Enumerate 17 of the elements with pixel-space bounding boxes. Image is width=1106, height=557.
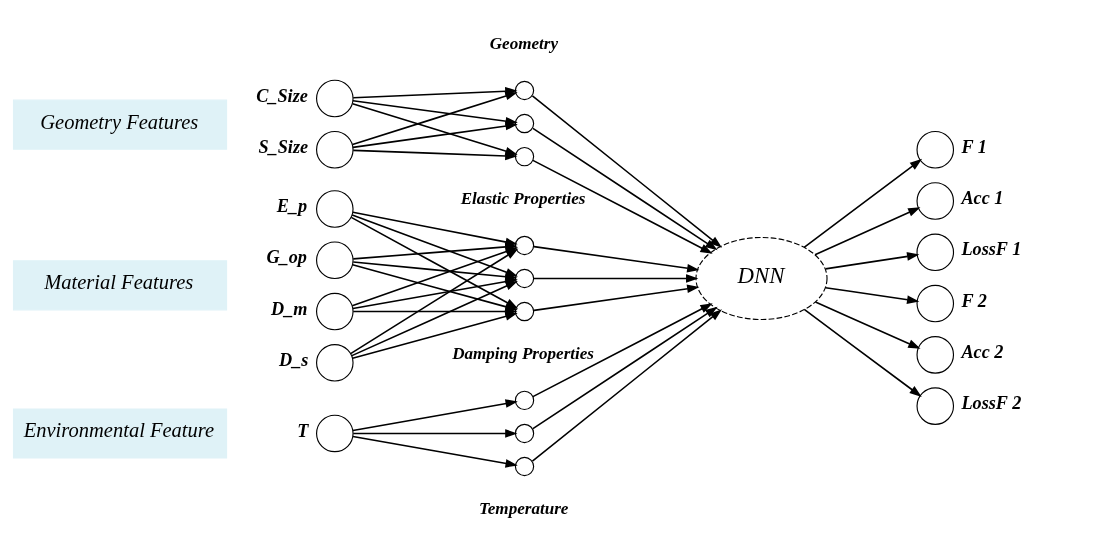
label: Damping Properties [452, 343, 595, 363]
node-label: T [297, 420, 309, 441]
node-label: LossF 2 [961, 393, 1022, 414]
node-label: LossF 1 [961, 239, 1022, 260]
node-label: D_m [271, 298, 308, 319]
node-label: S_Size [258, 136, 309, 157]
node-label: C_Size [256, 85, 308, 106]
node-label: G_op [266, 247, 307, 268]
node-label: Acc 1 [961, 188, 1004, 209]
node-label: F 2 [961, 290, 987, 311]
label: Elastic Properties [460, 188, 586, 208]
node-label: E_p [276, 196, 308, 217]
node-label: Acc 2 [961, 342, 1004, 363]
node-label: D_s [278, 350, 309, 370]
label: Temperature [478, 498, 569, 518]
node-label: F 1 [961, 136, 987, 157]
label: Geometry [489, 33, 559, 53]
